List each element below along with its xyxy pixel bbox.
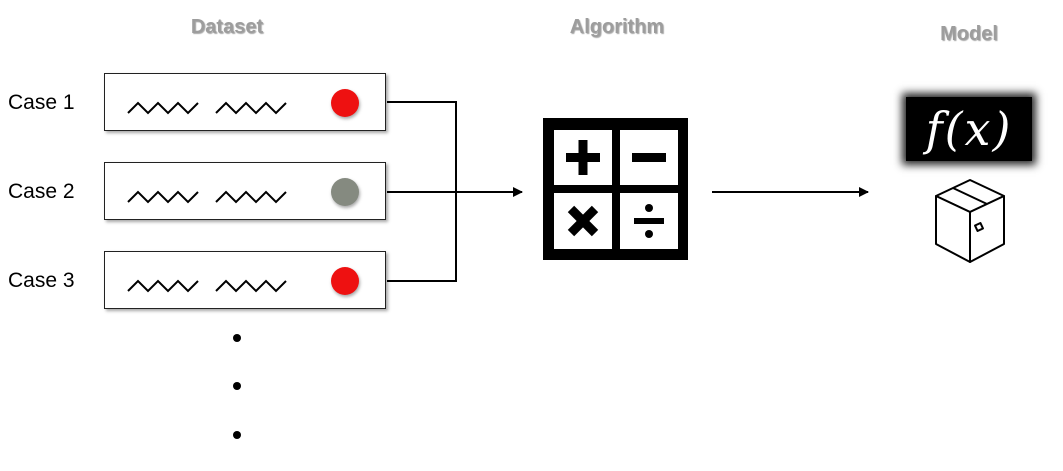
zigzag-signal-icon — [215, 190, 287, 204]
case-1-status-dot — [331, 89, 359, 117]
ellipsis-dot — [233, 382, 241, 390]
ellipsis-dot — [233, 334, 241, 342]
case-1-connector — [387, 101, 457, 192]
case-3-box — [104, 251, 386, 309]
zigzag-signal-icon — [215, 279, 287, 293]
case-1-box — [104, 73, 386, 131]
case-1-label: Case 1 — [8, 91, 75, 114]
dataset-header: Dataset — [190, 16, 264, 38]
case-2-label: Case 2 — [8, 180, 75, 203]
model-header: Model — [940, 23, 998, 45]
case-3-status-dot — [331, 267, 359, 295]
case-2-box — [104, 162, 386, 220]
ellipsis-dot — [233, 431, 241, 439]
zigzag-signal-icon — [127, 190, 199, 204]
model-formula-box: f(x) — [906, 97, 1032, 161]
algorithm-header: Algorithm — [569, 16, 665, 38]
case-2-status-dot — [331, 178, 359, 206]
calculator-operators-icon — [543, 118, 688, 260]
model-formula: f(x) — [925, 102, 1013, 156]
case-3-connector — [387, 192, 457, 282]
zigzag-signal-icon — [215, 101, 287, 115]
zigzag-signal-icon — [127, 101, 199, 115]
package-box-icon — [935, 179, 1005, 263]
zigzag-signal-icon — [127, 279, 199, 293]
case-3-label: Case 3 — [8, 269, 75, 292]
